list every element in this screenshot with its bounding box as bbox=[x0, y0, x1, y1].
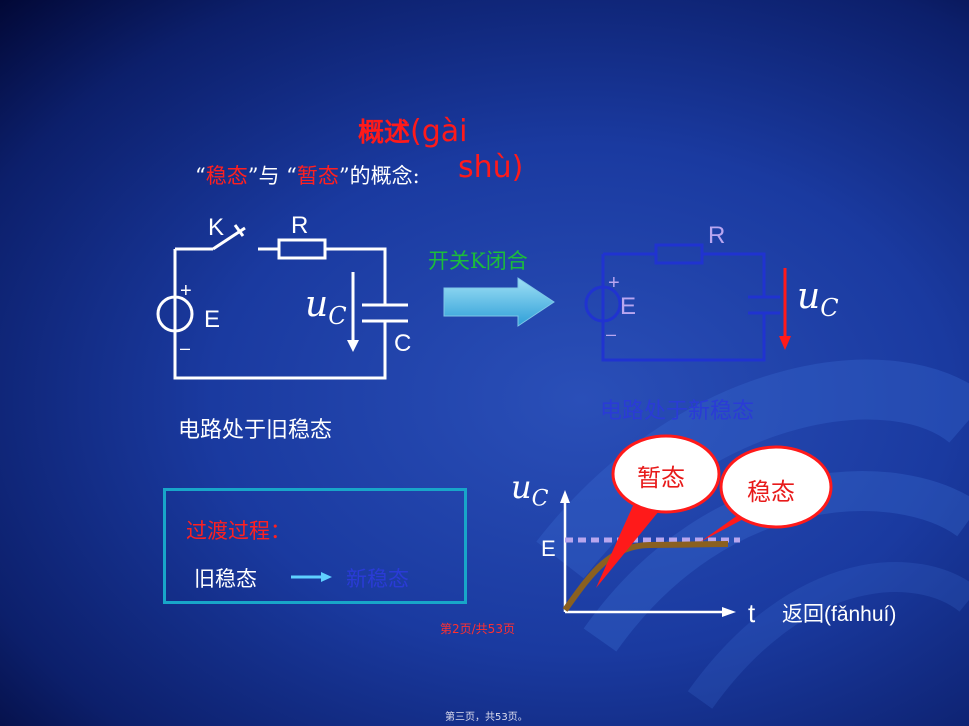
subtitle-tail: ”的概念: bbox=[338, 164, 420, 188]
graph-y-label: uC bbox=[511, 468, 549, 512]
source-label: E bbox=[204, 306, 221, 333]
transient-term: 暂态 bbox=[296, 164, 339, 188]
steady-term: 稳态 bbox=[205, 164, 248, 188]
arrow-icon bbox=[291, 572, 332, 582]
return-link[interactable]: 返回(fǎnhuí) bbox=[782, 603, 897, 626]
process-title: 过渡过程： bbox=[186, 519, 291, 543]
right-arrow-icon bbox=[443, 277, 555, 327]
switch-closed-label: 开关K闭合 bbox=[428, 249, 528, 273]
voltage-label: uC bbox=[305, 284, 347, 331]
caption-new-state: 电路处于新稳态 bbox=[600, 399, 755, 424]
plus-sign-new: + bbox=[608, 272, 620, 294]
minus-sign: – bbox=[180, 338, 191, 358]
switch-label: K bbox=[208, 214, 225, 241]
subtitle-joiner: ”与 “ bbox=[247, 164, 297, 188]
capacitor-label: C bbox=[394, 330, 412, 357]
quote-open: “ bbox=[195, 164, 206, 188]
graph-level-label: E bbox=[541, 536, 556, 561]
source-label-new: E bbox=[620, 293, 637, 320]
steady-bubble: 稳态 bbox=[747, 478, 795, 506]
title-pinyin: (gài bbox=[410, 114, 468, 149]
subtitle: “稳态”与 “暂态”的概念: bbox=[195, 160, 420, 190]
title-pinyin-line2: shù) bbox=[458, 150, 524, 185]
process-from: 旧稳态 bbox=[194, 567, 257, 591]
process-to: 新稳态 bbox=[346, 567, 409, 591]
resistor-label: R bbox=[291, 212, 309, 239]
transition-process-box: 过渡过程： 旧稳态 新稳态 bbox=[163, 488, 467, 604]
resistor-label-new: R bbox=[708, 222, 726, 249]
voltage-label-new: uC bbox=[797, 276, 839, 323]
graph-x-label: t bbox=[748, 598, 756, 628]
minus-sign-new: – bbox=[606, 324, 617, 344]
footer-text: 第三页，共53页。 bbox=[445, 712, 528, 723]
page-indicator: 第2页/共53页 bbox=[440, 622, 515, 636]
page-title: 概述(gài shù) bbox=[358, 112, 523, 185]
transient-bubble: 暂态 bbox=[637, 464, 685, 492]
plus-sign: + bbox=[180, 280, 192, 302]
title-main: 概述 bbox=[358, 118, 411, 148]
caption-old-state: 电路处于旧稳态 bbox=[178, 418, 333, 443]
